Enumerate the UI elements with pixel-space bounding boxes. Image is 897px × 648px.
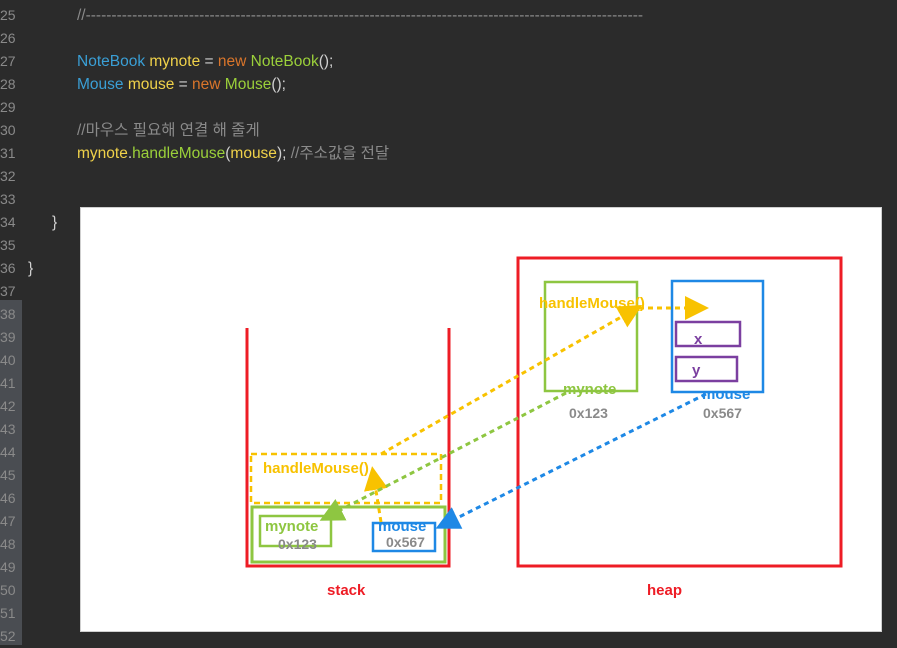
type-token: Mouse: [77, 76, 124, 93]
class-token: Mouse: [224, 76, 272, 93]
line-number: 42: [0, 398, 16, 414]
line-number: 25: [0, 7, 16, 23]
op-token: =: [174, 76, 193, 93]
line-number: 51: [0, 605, 16, 621]
heap-mynote-label: mynote: [563, 381, 616, 398]
var-token: mynote: [149, 53, 201, 70]
memory-diagram-svg: handleMouse() mynote 0x123 mouse 0x567 h…: [245, 256, 843, 599]
line-number: 36: [0, 260, 16, 276]
arrow-heap-mynote-to-stack: [319, 391, 567, 521]
gutter-highlight: [0, 300, 22, 645]
line-number: 31: [0, 145, 16, 161]
stack-mouse-box: [371, 521, 437, 553]
punc-token: .: [127, 145, 133, 162]
code-line-30: //마우스 필요해 연결 해 줄게: [77, 122, 260, 139]
line-number: 47: [0, 513, 16, 529]
arrow-mouse-param-to-method: [363, 466, 388, 523]
arrow-heap-mouse-to-stack: [435, 392, 707, 529]
object-token: mynote: [77, 145, 128, 162]
class-token: NoteBook: [250, 53, 319, 70]
stack-mouse-label: mouse: [378, 518, 426, 535]
stack-mynote-address: 0x123: [278, 536, 317, 552]
stack-method-label: handleMouse(): [263, 460, 369, 477]
heap-field-x-label: x: [694, 331, 703, 348]
line-number: 29: [0, 99, 16, 115]
stack-container: [245, 328, 451, 568]
arg-token: mouse: [230, 145, 277, 162]
line-number: 50: [0, 582, 16, 598]
line-number: 38: [0, 306, 16, 322]
line-number: 40: [0, 352, 16, 368]
punc-token: ();: [271, 76, 286, 93]
line-number: 43: [0, 421, 16, 437]
punc-token: (: [225, 145, 231, 162]
line-number: 26: [0, 30, 16, 46]
line-number: 46: [0, 490, 16, 506]
line-number: 45: [0, 467, 16, 483]
stack-mynote-label: mynote: [265, 518, 318, 535]
heap-mouse-address: 0x567: [703, 405, 742, 421]
heap-caption: heap: [647, 582, 682, 599]
heap-mouse-object: [670, 279, 765, 394]
line-number: 32: [0, 168, 16, 184]
code-line-25: //--------------------------------------…: [77, 7, 644, 24]
type-token: NoteBook: [77, 53, 146, 70]
punc-token: ();: [318, 53, 334, 70]
op-token: =: [200, 53, 218, 70]
line-number: 48: [0, 536, 16, 552]
heap-mynote-address: 0x123: [569, 405, 608, 421]
closing-brace-class: }: [28, 260, 34, 277]
memory-diagram: handleMouse() mynote 0x123 mouse 0x567 h…: [80, 207, 882, 632]
line-number: 33: [0, 191, 16, 207]
code-line-31: mynote.handleMouse(mouse); //주소값을 전달: [77, 142, 389, 165]
stack-mouse-address: 0x567: [386, 534, 425, 550]
line-number: 41: [0, 375, 16, 391]
line-number: 44: [0, 444, 16, 460]
heap-container: [516, 256, 843, 568]
keyword-token: new: [217, 53, 247, 70]
line-number: 49: [0, 559, 16, 575]
stack-caption: stack: [327, 582, 366, 599]
heap-field-x-box: [674, 320, 742, 348]
closing-brace-method: }: [52, 214, 58, 231]
line-number: 27: [0, 53, 16, 69]
line-number: 37: [0, 283, 16, 299]
heap-mynote-object: [543, 280, 639, 393]
code-line-28: Mouse mouse = new Mouse();: [77, 73, 286, 96]
comment-token: //주소값을 전달: [286, 145, 390, 162]
keyword-token: new: [192, 76, 221, 93]
line-number: 39: [0, 329, 16, 345]
heap-field-y-label: y: [692, 362, 701, 379]
line-number: 30: [0, 122, 16, 138]
line-number: 34: [0, 214, 16, 230]
method-token: handleMouse: [132, 145, 226, 162]
line-number: 35: [0, 237, 16, 253]
heap-mouse-label: mouse: [702, 386, 750, 403]
code-line-27: NoteBook mynote = new NoteBook();: [77, 50, 333, 73]
heap-method-label: handleMouse(): [539, 295, 645, 312]
line-number: 28: [0, 76, 16, 92]
var-token: mouse: [127, 76, 175, 93]
stack-mynote-box: [258, 514, 333, 548]
line-number: 52: [0, 628, 16, 644]
punc-token: );: [276, 145, 287, 162]
arrow-stack-method-to-heap: [380, 305, 643, 456]
heap-field-y-box: [674, 355, 739, 383]
